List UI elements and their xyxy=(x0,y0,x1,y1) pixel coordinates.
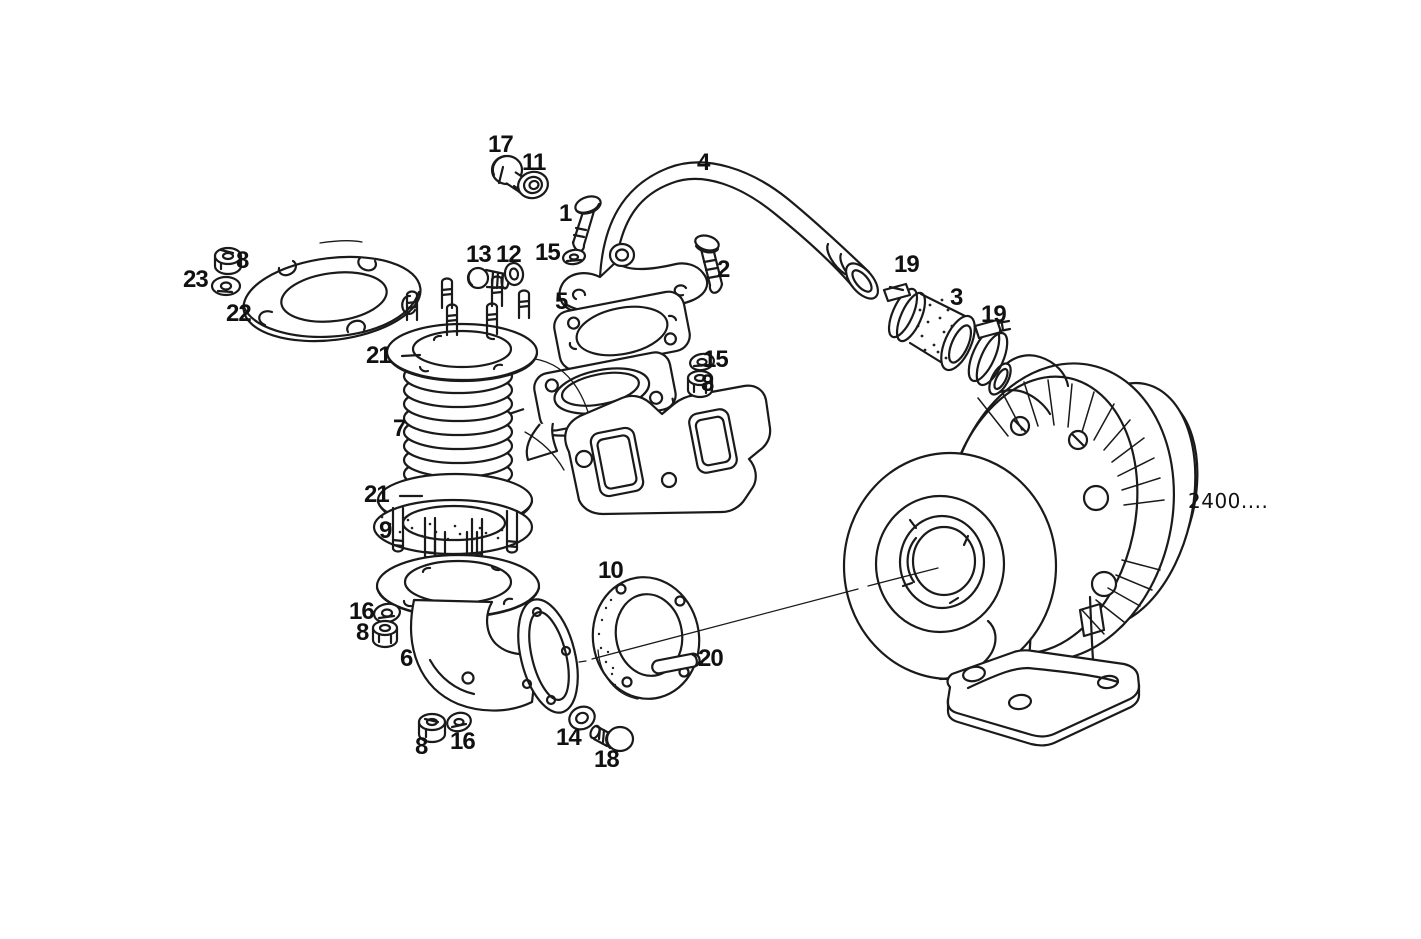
callout-16-left: 16 xyxy=(349,598,375,625)
callout-11: 11 xyxy=(522,149,546,176)
part-15-washer-upper xyxy=(561,248,587,266)
part-14-washer xyxy=(568,705,596,731)
part-upper-flange xyxy=(385,322,539,382)
part-20-pin xyxy=(651,652,701,675)
callout-19-left: 19 xyxy=(894,251,920,278)
callout-dashes xyxy=(398,353,424,498)
callout-7: 7 xyxy=(393,415,406,442)
callout-1: 1 xyxy=(559,200,572,227)
part-2-bolt xyxy=(694,234,724,294)
callout-13: 13 xyxy=(466,241,492,268)
callout-20: 20 xyxy=(698,645,724,672)
part-19-clamp-left xyxy=(882,282,927,343)
part-8-nut-flange xyxy=(686,369,714,399)
part-3-hose xyxy=(908,292,976,372)
callout-19-right: 19 xyxy=(981,301,1007,328)
callout-23: 23 xyxy=(183,266,209,293)
part-8-nut-topleft xyxy=(213,246,243,276)
part-6-elbow xyxy=(410,598,579,714)
part-11-washer xyxy=(517,170,549,200)
callout-8-flange: 8 xyxy=(701,370,714,397)
callout-3: 3 xyxy=(950,284,963,311)
callout-17: 17 xyxy=(488,131,514,158)
callout-15-upper: 15 xyxy=(535,239,561,266)
callout-12: 12 xyxy=(496,241,522,268)
turbocharger-reference-code: 2400.... xyxy=(1188,489,1269,513)
callout-2: 2 xyxy=(717,256,730,283)
part-23-washer xyxy=(210,275,242,297)
part-19-clamp-right xyxy=(967,318,1012,387)
part-15-washer-lower xyxy=(689,352,715,372)
callout-6: 6 xyxy=(400,645,413,672)
part-10-gasket xyxy=(591,576,701,700)
callout-22: 22 xyxy=(226,300,252,327)
part-18-bolt xyxy=(589,724,635,753)
part-4-exhaust-pipe xyxy=(558,161,880,318)
callout-8-bottom: 8 xyxy=(415,733,428,760)
callout-5: 5 xyxy=(555,288,568,315)
exhaust-manifold-gasket xyxy=(564,384,772,516)
turbocharger xyxy=(842,354,1199,747)
axis-leader-line xyxy=(578,567,939,663)
part-1-bolt xyxy=(571,195,602,253)
callout-8-topleft: 8 xyxy=(236,247,249,274)
callout-14: 14 xyxy=(556,724,582,751)
part-8-nut-left xyxy=(371,619,399,649)
part-16-washer-bottom xyxy=(446,711,472,733)
part-8-nut-bottom xyxy=(417,712,447,744)
callout-8-left: 8 xyxy=(356,619,369,646)
part-13-bolt xyxy=(466,266,510,290)
part-12-washer xyxy=(503,261,525,287)
callout-4: 4 xyxy=(697,149,710,176)
part-22-spacer-ring xyxy=(242,255,422,343)
part-5-flange-gasket xyxy=(553,290,691,372)
callout-16-bottom: 16 xyxy=(450,728,476,755)
callout-21-lower: 21 xyxy=(364,481,390,508)
callout-21-upper: 21 xyxy=(366,342,392,369)
leader-curves xyxy=(319,239,589,471)
callout-15-lower: 15 xyxy=(703,346,729,373)
callout-18: 18 xyxy=(594,746,620,773)
part-21-studs-upper xyxy=(405,275,531,337)
callout-10: 10 xyxy=(598,557,624,584)
callout-9: 9 xyxy=(379,517,392,544)
